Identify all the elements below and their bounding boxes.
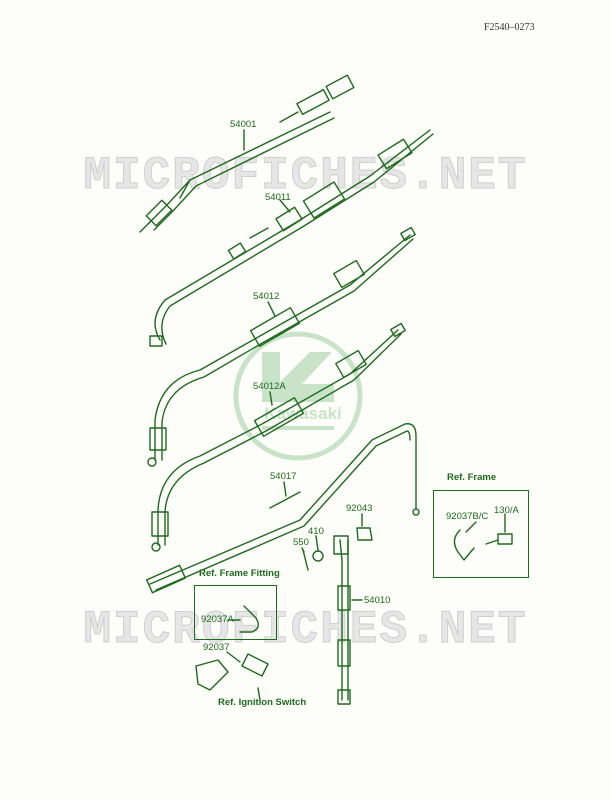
- label-130a: 130/A: [494, 505, 519, 516]
- label-54010: 54010: [364, 595, 391, 606]
- page-id: F2540–0273: [484, 22, 535, 33]
- label-54012: 54012: [253, 291, 280, 302]
- label-54017: 54017: [270, 471, 297, 482]
- watermark-bottom: MICROFICHES.NET: [83, 604, 528, 657]
- clip-92037a: [239, 605, 259, 633]
- label-54011: 54011: [265, 192, 291, 203]
- ref-frame-box: [433, 490, 529, 578]
- watermark-top: MICROFICHES.NET: [83, 150, 528, 203]
- part-92043: [356, 527, 373, 541]
- label-ref-ignition-switch: Ref. Ignition Switch: [218, 697, 307, 708]
- cable-54017: [146, 423, 420, 594]
- cable-54010: [333, 535, 351, 705]
- label-92037bc: 92037B/C: [446, 511, 489, 522]
- ref-frame-fitting-box: [194, 585, 277, 640]
- bolt-130a: [485, 533, 513, 545]
- clip-92037bc: [453, 529, 475, 561]
- label-54012a: 54012A: [253, 381, 286, 392]
- label-92037a: 92037A: [201, 614, 234, 625]
- label-ref-frame-fitting: Ref. Frame Fitting: [199, 568, 280, 579]
- label-410: 410: [308, 526, 324, 537]
- clip-92037: [195, 653, 269, 691]
- label-92043: 92043: [346, 503, 373, 514]
- part-410: [312, 550, 324, 562]
- cable-54012: [147, 226, 416, 467]
- kawasaki-logo: [233, 331, 363, 461]
- label-ref-frame: Ref. Frame: [447, 472, 497, 483]
- label-550: 550: [293, 537, 309, 548]
- label-92037: 92037: [203, 642, 230, 653]
- cable-54011: [149, 129, 434, 347]
- cable-54001: [139, 74, 355, 233]
- cable-54012a: [151, 322, 406, 552]
- part-550: [302, 549, 309, 571]
- label-54001: 54001: [230, 119, 257, 130]
